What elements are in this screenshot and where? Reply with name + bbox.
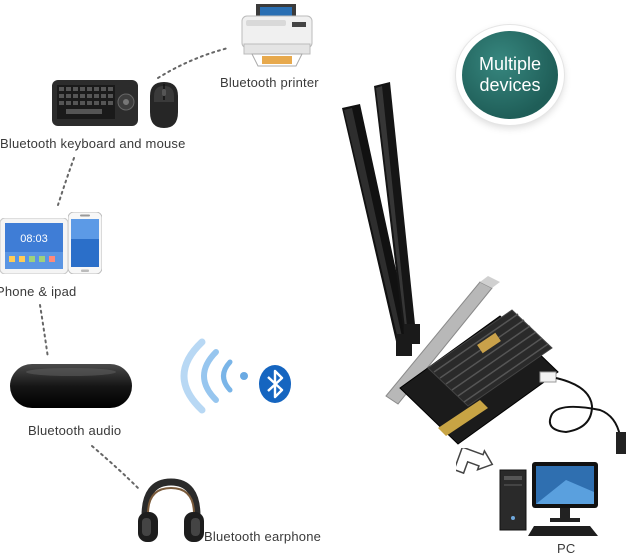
pcie-wifi-card-image bbox=[342, 82, 626, 454]
badge-inner: Multiple devices bbox=[462, 31, 558, 119]
keyboard-image bbox=[52, 80, 138, 126]
mouse-image bbox=[150, 82, 178, 128]
badge-line1: Multiple bbox=[478, 54, 542, 74]
badge-line2: devices bbox=[479, 75, 541, 95]
printer-image bbox=[241, 4, 313, 67]
audio-label: Bluetooth audio bbox=[28, 423, 122, 438]
headphones-image bbox=[138, 478, 204, 542]
multiple-devices-badge: Multiple devices bbox=[456, 25, 564, 125]
tablet-image: 08:03 bbox=[0, 218, 68, 274]
arrow-icon bbox=[456, 448, 494, 475]
pc-image bbox=[499, 462, 598, 536]
tablet-clock: 08:03 bbox=[20, 233, 48, 245]
phone-image bbox=[68, 212, 102, 274]
keyboard-mouse-label: Bluetooth keyboard and mouse bbox=[0, 136, 186, 151]
printer-label: Bluetooth printer bbox=[220, 75, 319, 90]
earphone-label: Bluetooth earphone bbox=[204, 529, 322, 544]
speaker-image bbox=[10, 364, 132, 408]
phone-ipad-label: Phone & ipad bbox=[0, 284, 77, 299]
wireless-waves-icon bbox=[180, 338, 248, 414]
bluetooth-icon bbox=[259, 365, 291, 403]
